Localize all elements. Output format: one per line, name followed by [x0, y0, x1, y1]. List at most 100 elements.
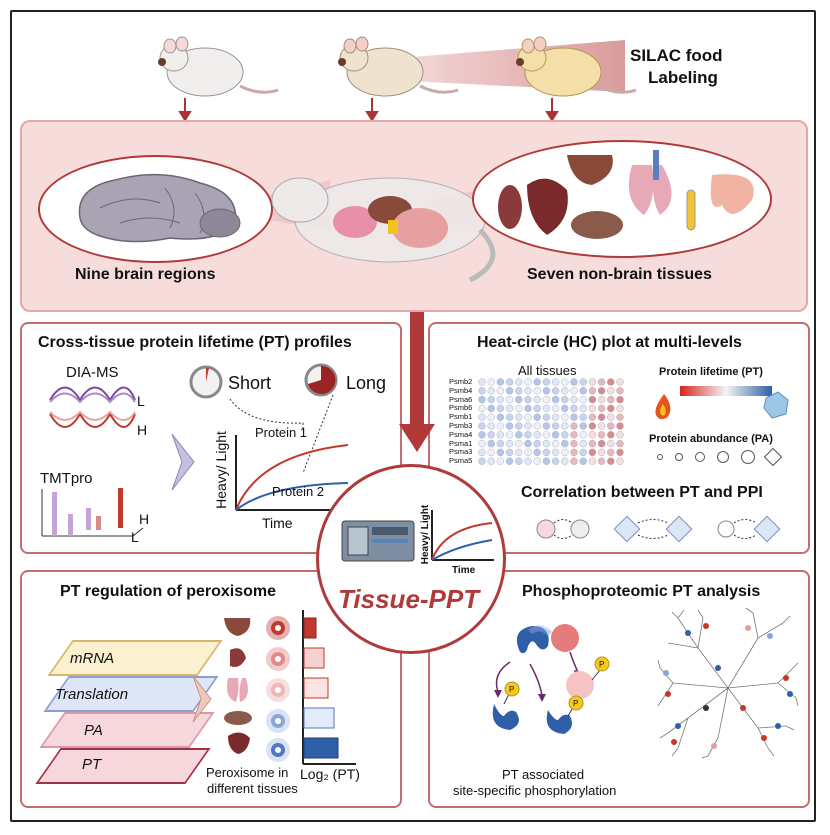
figure-frame: [10, 10, 816, 822]
heat-circle: [515, 457, 523, 465]
mouse-anatomy-icon: [271, 177, 496, 283]
heat-circle: [597, 457, 606, 465]
tmt-l-label: L: [131, 529, 139, 545]
heat-circle: [570, 448, 578, 457]
heat-circle: [607, 395, 615, 404]
heat-circle: [505, 457, 514, 465]
correlation-title: Correlation between PT and PPI: [521, 484, 763, 501]
heat-circle: [616, 413, 624, 421]
heat-circle: [542, 439, 551, 448]
heat-circle: [570, 457, 578, 465]
p-badge-3: P: [573, 699, 579, 708]
heat-circle: [616, 404, 624, 413]
heat-circle: [597, 431, 606, 439]
heat-circle: [515, 439, 523, 448]
heat-circle: [524, 413, 532, 421]
panel-phospho-title: Phosphoproteomic PT analysis: [522, 583, 761, 600]
heat-circle: [478, 431, 486, 439]
heat-circle: [487, 448, 495, 457]
heat-circle: [561, 422, 569, 430]
heat-circle: [597, 404, 606, 413]
hc-row-label: Psmb6: [449, 403, 473, 413]
heat-circle: [551, 457, 560, 465]
heat-circle: [616, 422, 624, 430]
panel-heat-circle-title: Heat-circle (HC) plot at multi-levels: [477, 334, 742, 351]
heat-circle: [533, 457, 541, 465]
heat-circle: [505, 431, 514, 439]
short-label: Short: [228, 373, 272, 393]
tissue-label: Seven non-brain tissues: [527, 266, 712, 283]
heat-circle: [551, 448, 560, 457]
pt-curve-xlabel: Time: [262, 515, 293, 531]
log2-pt-bars: [302, 610, 356, 765]
heat-circle: [542, 457, 551, 465]
center-title: Tissue-PPT: [338, 584, 480, 614]
heat-circle: [551, 422, 560, 430]
heat-circle: [561, 387, 569, 395]
heat-circle: [542, 413, 551, 421]
heat-circle: [551, 395, 560, 404]
heat-circle: [524, 439, 532, 448]
center-xlabel: Time: [452, 565, 476, 576]
heat-circle: [496, 378, 505, 386]
heat-circle: [616, 457, 624, 465]
heat-circle: [588, 404, 597, 413]
heat-circle: [487, 378, 495, 386]
heat-circle: [478, 422, 486, 430]
heat-circle: [588, 457, 597, 465]
heat-circle: [478, 378, 486, 386]
heat-circle: [570, 439, 578, 448]
heat-circle: [496, 431, 505, 439]
layer-translation-label: Translation: [55, 686, 129, 703]
center-down-arrow: [399, 312, 435, 452]
panel-phospho: [428, 570, 810, 808]
brain-label: Nine brain regions: [75, 266, 216, 283]
heat-circle: [478, 413, 486, 421]
heat-circle: [524, 457, 532, 465]
layer-pa: [39, 712, 215, 748]
down-arrows: [178, 98, 559, 122]
heat-circle: [579, 439, 587, 448]
heat-circle: [524, 387, 532, 395]
heat-circle: [533, 422, 541, 430]
heat-circle: [616, 431, 624, 439]
heat-circle: [542, 431, 551, 439]
center-curve-plot: [431, 510, 494, 561]
heat-circle: [533, 439, 541, 448]
silac-label-line2: Labeling: [648, 68, 718, 87]
heat-circle: [496, 404, 505, 413]
heat-circle: [607, 431, 615, 439]
heat-circle: [524, 404, 532, 413]
hc-row-label: Psma5: [449, 456, 473, 466]
fire-icon: [655, 394, 671, 420]
heat-circle: [524, 422, 532, 430]
peroxisome-caption-1: Peroxisome in: [206, 765, 289, 780]
panel-heat-circle: [428, 322, 810, 554]
brain-icon: [78, 173, 241, 243]
panel-pt-profiles: [20, 322, 402, 554]
dia-h-label: H: [137, 422, 148, 438]
heat-circle: [533, 387, 541, 395]
heat-circle: [570, 387, 578, 395]
heat-circle: [487, 413, 495, 421]
heat-circle: [597, 448, 606, 457]
heat-circle: [515, 448, 523, 457]
heat-circle: [487, 457, 495, 465]
tmtpro-bars: [41, 488, 144, 537]
phylogenetic-tree: [657, 607, 799, 759]
heat-circle: [588, 413, 597, 421]
pa-legend-label: Protein abundance (PA): [649, 433, 773, 445]
heat-circle: [579, 457, 587, 465]
heat-circle: [570, 378, 578, 386]
heat-circle: [533, 431, 541, 439]
tmtpro-label: TMTpro: [40, 470, 93, 487]
heat-circle: [533, 413, 541, 421]
heat-circle: [505, 395, 514, 404]
heat-circle: [561, 395, 569, 404]
heat-circle: [561, 404, 569, 413]
heat-circle: [607, 378, 615, 386]
peroxisome-caption-2: different tissues: [207, 781, 298, 796]
dia-ms-label: DIA-MS: [66, 364, 119, 381]
heat-circle: [561, 431, 569, 439]
organ-icons: [498, 150, 754, 239]
